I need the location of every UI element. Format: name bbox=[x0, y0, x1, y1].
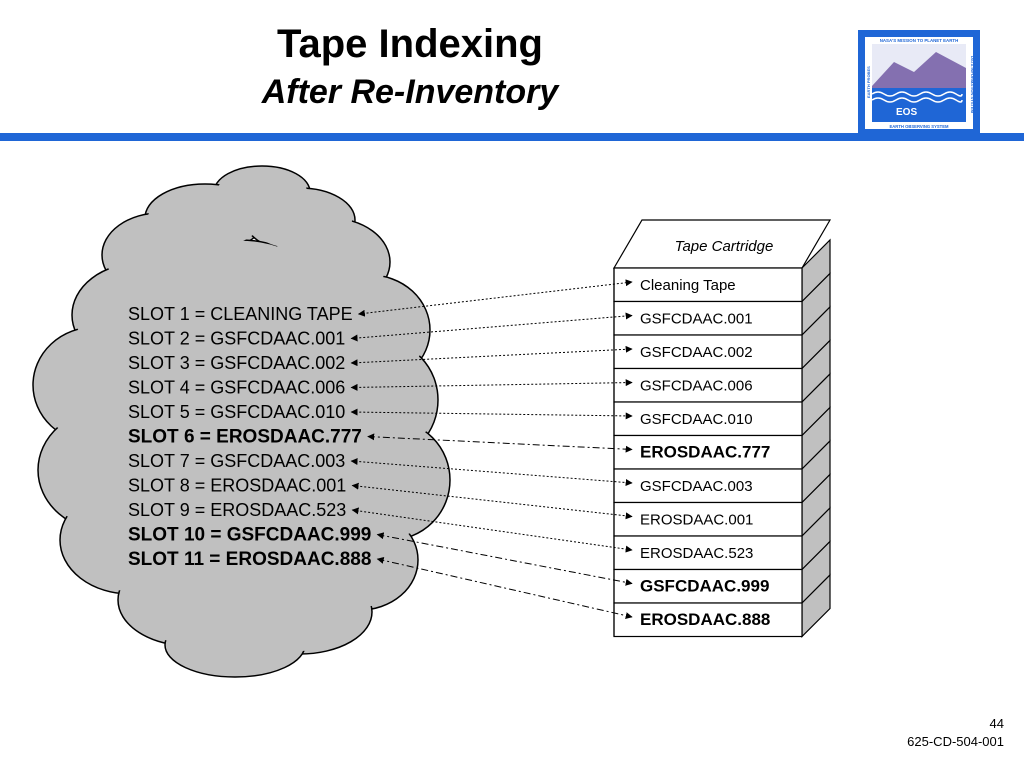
cartridge-cell-label: EROSDAAC.001 bbox=[640, 511, 753, 528]
slot-entry: SLOT 2 = GSFCDAAC.001 bbox=[128, 329, 345, 349]
logo-water bbox=[872, 88, 966, 122]
cartridge-cell bbox=[613, 300, 803, 336]
cartridge-cell-label: GSFCDAAC.006 bbox=[640, 377, 753, 394]
cartridge-cell-label: GSFCDAAC.003 bbox=[640, 478, 753, 495]
slot-link-arrow bbox=[350, 458, 633, 486]
logo-wave bbox=[871, 97, 963, 103]
slot-entry: SLOT 9 = EROSDAAC.523 bbox=[128, 500, 346, 520]
cartridge-cell-label: EROSDAAC.888 bbox=[640, 610, 770, 629]
slot-entry: SLOT 4 = GSFCDAAC.006 bbox=[128, 378, 345, 398]
cartridge-cell-label: GSFCDAAC.002 bbox=[640, 344, 753, 361]
logo-left-text: EARTH PROBES bbox=[866, 66, 871, 98]
cartridge-cell bbox=[613, 468, 803, 504]
cartridge-cell bbox=[613, 501, 803, 537]
cartridge-cell-label: GSFCDAAC.010 bbox=[640, 411, 753, 428]
page-subtitle: After Re-Inventory bbox=[261, 73, 559, 111]
slot-entry: SLOT 6 = EROSDAAC.777 bbox=[128, 427, 362, 448]
cloud-fill bbox=[123, 243, 357, 477]
eos-logo-icon: NASA'S MISSION TO PLANET EARTH EOS EARTH… bbox=[858, 30, 980, 136]
slot-entry: SLOT 8 = EROSDAAC.001 bbox=[128, 476, 346, 496]
slot-entry: SLOT 3 = GSFCDAAC.002 bbox=[128, 353, 345, 373]
logo-top-text: NASA'S MISSION TO PLANET EARTH bbox=[880, 38, 959, 43]
slot-link-arrow bbox=[350, 408, 633, 420]
slot-link-arrow bbox=[376, 556, 633, 620]
slot-link-arrow bbox=[350, 379, 633, 391]
slot-list: SLOT 1 = CLEANING TAPE SLOT 2 = GSFCDAAC.… bbox=[128, 304, 371, 570]
tape-cartridge: Cleaning TapeGSFCDAAC.001GSFCDAAC.002GSF… bbox=[612, 219, 832, 638]
cartridge-cell bbox=[613, 602, 803, 638]
tape-cartridge-label: Tape Cartridge bbox=[675, 238, 774, 255]
slot-link-arrow bbox=[351, 507, 633, 553]
cartridge-cell-label: EROSDAAC.777 bbox=[640, 442, 770, 461]
slot-link-arrow bbox=[350, 345, 633, 367]
cartridge-cell bbox=[613, 334, 803, 370]
cartridge-cell bbox=[613, 267, 803, 303]
slot-link-arrow bbox=[350, 312, 633, 342]
slot-link-arrow bbox=[367, 433, 633, 453]
slot-entry: SLOT 11 = EROSDAAC.888 bbox=[128, 549, 371, 570]
cartridge-cell bbox=[613, 434, 803, 470]
slot-entry: SLOT 7 = GSFCDAAC.003 bbox=[128, 451, 345, 471]
cloud-fill bbox=[123, 413, 357, 627]
page-number: 44 bbox=[989, 716, 1004, 731]
cartridge-cell bbox=[613, 401, 803, 437]
cartridge-cell-label: EROSDAAC.523 bbox=[640, 545, 753, 562]
cartridge-cell-label: GSFCDAAC.001 bbox=[640, 310, 753, 327]
cartridge-cell-label: Cleaning Tape bbox=[640, 277, 736, 294]
logo-mountain bbox=[872, 52, 966, 90]
logo-right-text: DATA INFORMATION SYSTEM bbox=[970, 56, 975, 114]
logo-name: EOS bbox=[896, 107, 917, 118]
logo-bottom-text: EARTH OBSERVING SYSTEM bbox=[889, 124, 949, 129]
header-rule bbox=[0, 133, 1024, 141]
slot-entry: SLOT 1 = CLEANING TAPE bbox=[128, 304, 353, 324]
document-number: 625-CD-504-001 bbox=[907, 734, 1004, 749]
slot-entry: SLOT 5 = GSFCDAAC.010 bbox=[128, 402, 345, 422]
slot-link-arrow bbox=[351, 482, 633, 520]
cartridge-cell bbox=[613, 568, 803, 604]
cartridge-cell-label: GSFCDAAC.999 bbox=[640, 576, 769, 595]
page-title: Tape Indexing bbox=[277, 22, 543, 66]
logo-wave bbox=[871, 91, 963, 97]
slot-links bbox=[350, 279, 633, 620]
slot-entry: SLOT 10 = GSFCDAAC.999 bbox=[128, 525, 371, 546]
cloud-fill bbox=[168, 616, 302, 674]
slot-link-arrow bbox=[357, 279, 633, 317]
